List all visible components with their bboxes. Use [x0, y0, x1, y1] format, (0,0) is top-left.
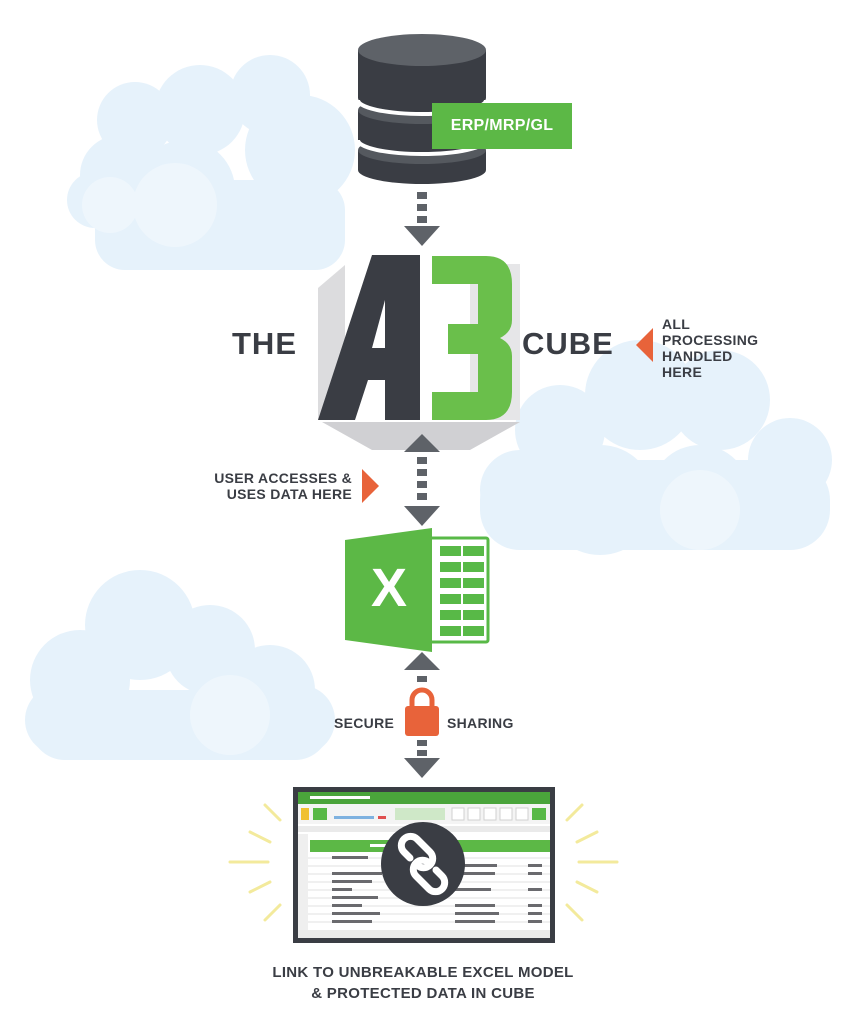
sharing-right: SHARING — [447, 715, 514, 731]
processing-note-line-2: PROCESSING — [662, 332, 759, 348]
link-badge — [381, 822, 465, 906]
processing-note-line-3: HANDLED — [662, 348, 733, 364]
cube-suffix: CUBE — [522, 326, 614, 361]
processing-note-line-1: ALL — [662, 316, 691, 332]
source-badge: ERP/MRP/GL — [432, 103, 572, 149]
footer-line-1: LINK TO UNBREAKABLE EXCEL MODEL — [272, 964, 574, 981]
footer-caption: LINK TO UNBREAKABLE EXCEL MODEL & PROTEC… — [0, 962, 846, 1004]
footer-line-2: & PROTECTED DATA IN CUBE — [311, 985, 535, 1002]
sharing-left: SECURE — [334, 715, 395, 731]
access-note: USER ACCESSES & USES DATA HERE — [206, 470, 352, 502]
access-note-line-1: USER ACCESSES & — [214, 470, 352, 486]
processing-note: ALL PROCESSING HANDLED HERE — [662, 316, 758, 380]
cube-prefix: THE — [232, 326, 297, 361]
excel-letter: X — [370, 558, 408, 618]
source-label: ERP/MRP/GL — [450, 117, 554, 134]
processing-note-line-4: HERE — [662, 364, 703, 380]
access-note-line-2: USES DATA HERE — [226, 486, 352, 502]
